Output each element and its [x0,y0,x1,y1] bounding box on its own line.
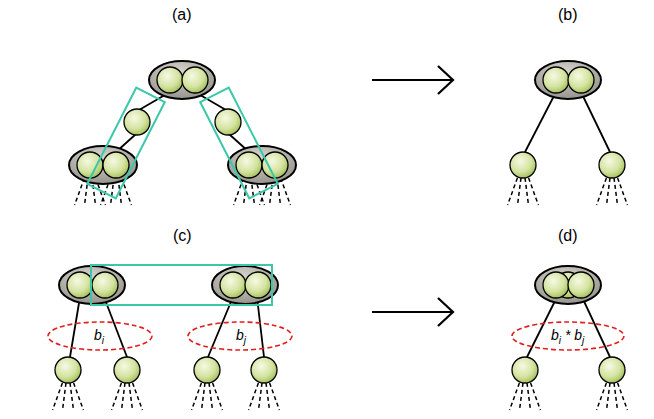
bond-dimension-label: bi * bj [550,328,585,346]
dashed-subtree [618,178,628,205]
bond-dimension-label: bi [93,328,105,346]
dashed-subtree [510,383,520,410]
dashed-subtree [281,178,291,205]
dashed-subtree [618,383,628,410]
dashed-subtree [249,383,259,410]
dashed-subtree [259,383,263,410]
dashed-subtree [520,383,524,410]
dashed-subtree [202,383,206,410]
dashed-subtree [614,178,618,205]
dashed-subtree [133,383,143,410]
dashed-subtree [192,383,202,410]
dashed-subtree [597,178,607,205]
dashed-subtree [607,383,611,410]
bond-dimension-label: bj [235,328,247,346]
dashed-subtree [75,178,85,205]
panel-label: (a) [172,7,192,23]
dashed-subtree [213,383,223,410]
dashed-subtree [531,383,541,410]
dashed-subtree [70,383,74,410]
panel-label: (d) [558,228,578,244]
dashed-subtree [63,383,67,410]
dashed-subtree [209,383,213,410]
dashed-subtree [529,178,539,205]
dashed-subtree [270,383,280,410]
dashed-subtree [525,178,529,205]
dashed-subtree [508,178,518,205]
dashed-subtree [597,383,607,410]
dashed-subtree [74,383,84,410]
panel-label: (b) [558,7,578,23]
dashed-subtree [614,383,618,410]
dashed-subtree [266,383,270,410]
dashed-subtree [122,383,126,410]
dashed-subtree [112,383,122,410]
dashed-subtree [527,383,531,410]
dashed-subtree [129,383,133,410]
dashed-subtree [518,178,522,205]
dashed-subtree [607,178,611,205]
dashed-subtree [53,383,63,410]
panel-label: (c) [173,228,192,244]
